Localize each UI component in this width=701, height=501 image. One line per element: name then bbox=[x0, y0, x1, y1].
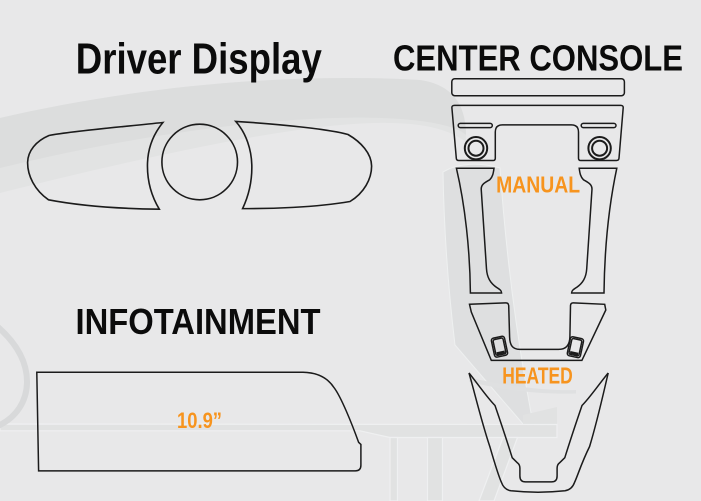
svg-text:10.9”: 10.9” bbox=[177, 408, 222, 433]
svg-text:Driver Display: Driver Display bbox=[76, 34, 322, 83]
svg-text:CENTER CONSOLE: CENTER CONSOLE bbox=[393, 37, 683, 78]
svg-text:MANUAL: MANUAL bbox=[496, 171, 580, 197]
svg-text:HEATED: HEATED bbox=[502, 363, 573, 389]
svg-text:INFOTAINMENT: INFOTAINMENT bbox=[76, 301, 321, 342]
